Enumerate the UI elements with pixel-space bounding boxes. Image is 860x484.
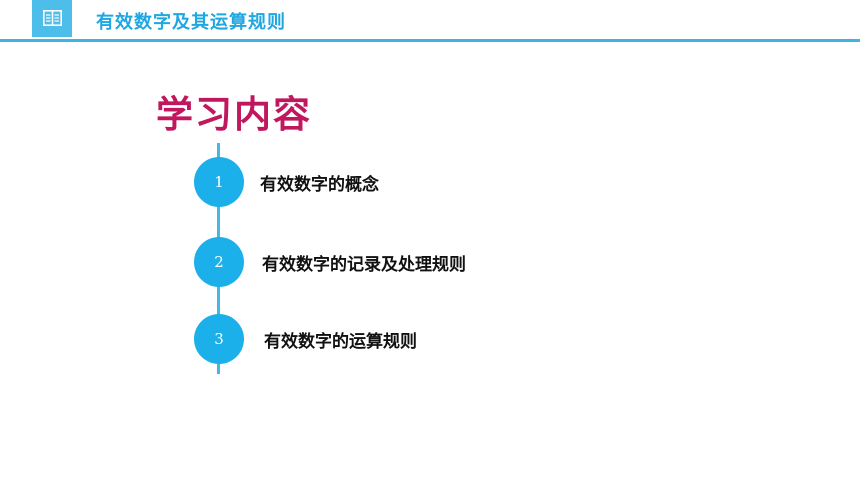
header-title: 有效数字及其运算规则: [96, 12, 286, 33]
header-icon-box: [32, 0, 72, 37]
agenda-item-label: 有效数字的记录及处理规则: [262, 255, 466, 275]
agenda-number-bubble: 3: [194, 314, 244, 364]
agenda-number-bubble: 2: [194, 237, 244, 287]
section-title: 学习内容: [156, 93, 312, 136]
agenda-item-label: 有效数字的概念: [260, 175, 379, 195]
header-divider: [0, 39, 860, 42]
book-icon: [43, 10, 62, 26]
agenda-item-label: 有效数字的运算规则: [264, 332, 417, 352]
agenda-number-bubble: 1: [194, 157, 244, 207]
